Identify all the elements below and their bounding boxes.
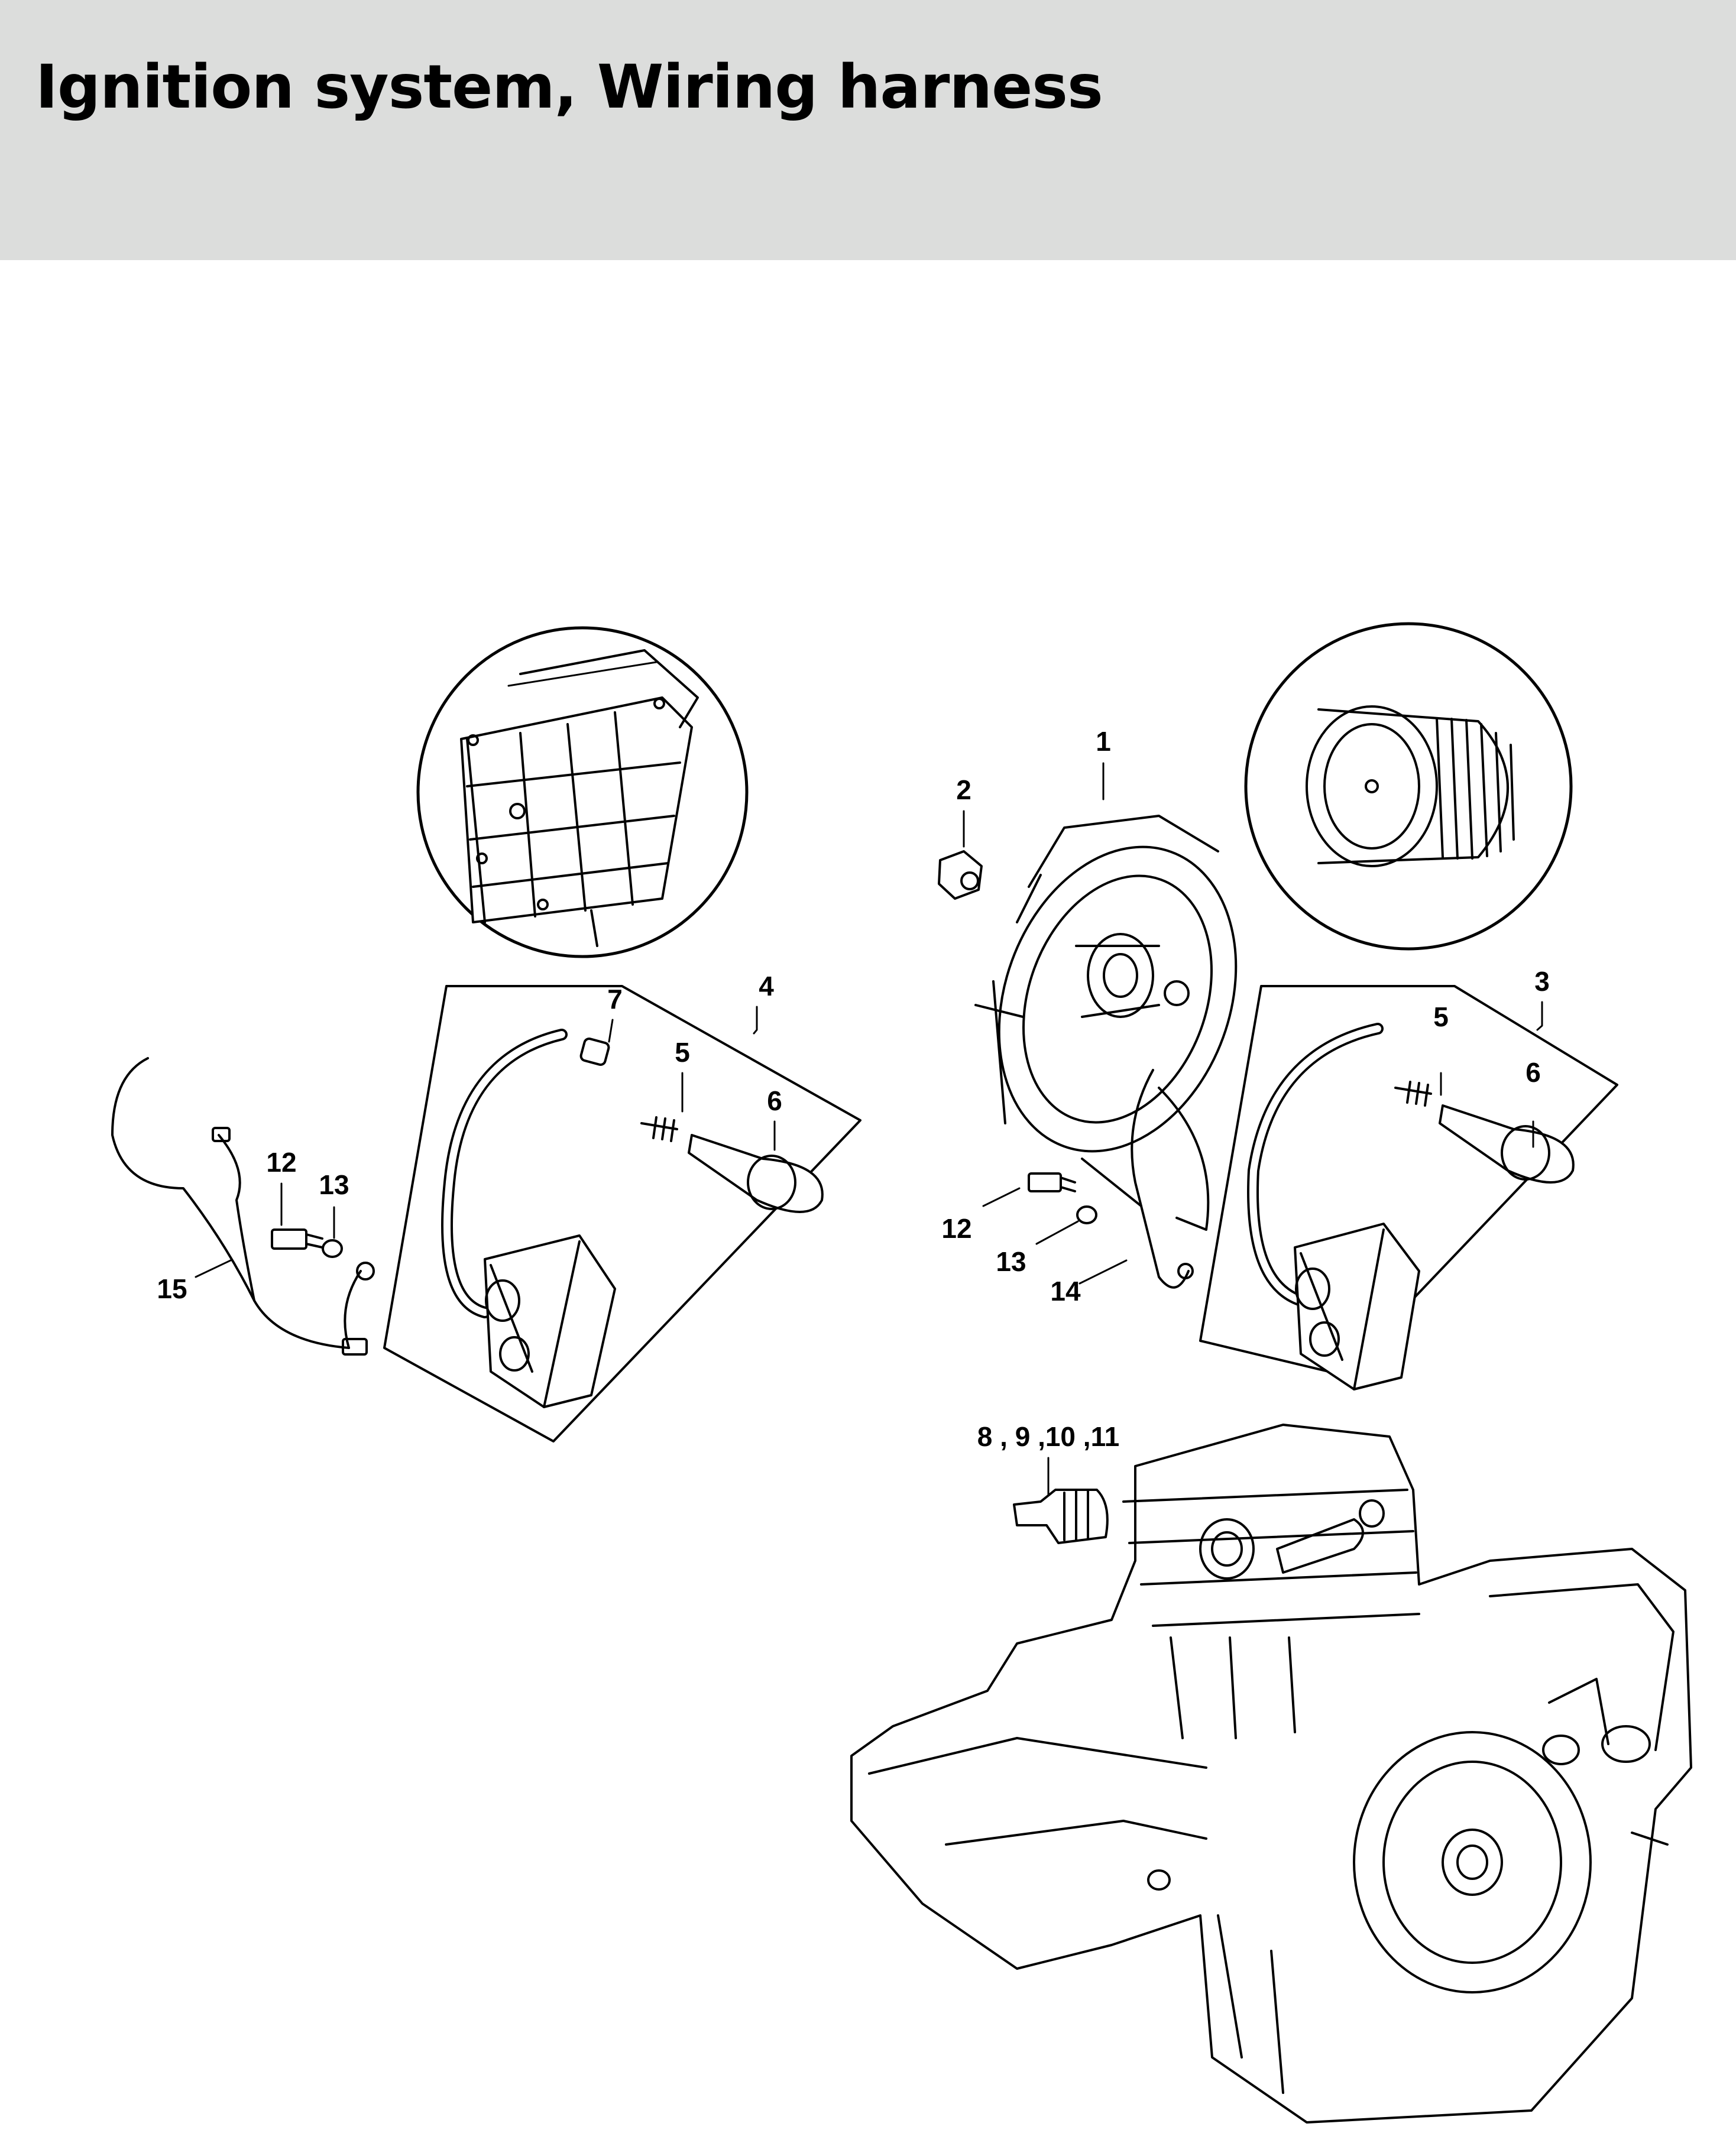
- callout-6-left: 6: [767, 1085, 782, 1116]
- inset-fan-wheel: [1244, 622, 1573, 951]
- callout-labels: 1 2 3 4 5 5 6 6 7 8 , 9 ,10 ,11 12 12 13…: [157, 726, 1549, 1452]
- callout-12-left: 12: [266, 1147, 296, 1178]
- leader-lines: [195, 762, 1543, 1497]
- ignition-module-left-box: [383, 985, 861, 1442]
- wiring-harness-14: [1081, 1069, 1210, 1289]
- callout-5-right: 5: [1433, 1001, 1449, 1032]
- engine-crankcase: [850, 1424, 1692, 2124]
- wiring-harness-15: [111, 1057, 375, 1356]
- callout-4: 4: [759, 971, 774, 1001]
- parts-diagram: 1 2 3 4 5 5 6 6 7 8 , 9 ,10 ,11 12 12 13…: [111, 622, 1692, 2124]
- spark-plug-part: [1013, 1489, 1109, 1544]
- callout-5-left: 5: [675, 1037, 690, 1068]
- callout-2: 2: [956, 774, 971, 805]
- inset-air-filter: [416, 626, 749, 958]
- callout-8-9-10-11: 8 , 9 ,10 ,11: [977, 1421, 1119, 1452]
- callout-13-right: 13: [996, 1246, 1026, 1277]
- callout-15: 15: [157, 1273, 187, 1304]
- callout-3: 3: [1534, 966, 1550, 997]
- callout-1: 1: [1096, 726, 1111, 757]
- ignition-module-right-box: [1199, 985, 1618, 1390]
- callout-12-right: 12: [941, 1213, 971, 1244]
- nut-part: [938, 850, 983, 900]
- page-title: Ignition system, Wiring harness: [35, 52, 1103, 122]
- callout-14: 14: [1050, 1276, 1081, 1307]
- header-bar: Ignition system, Wiring harness: [0, 0, 1736, 260]
- screws-and-washers: [271, 1172, 1097, 1258]
- flywheel-part: [974, 815, 1238, 1153]
- callout-13-left: 13: [319, 1169, 349, 1200]
- callout-7: 7: [607, 984, 623, 1014]
- callout-6-right: 6: [1526, 1057, 1541, 1088]
